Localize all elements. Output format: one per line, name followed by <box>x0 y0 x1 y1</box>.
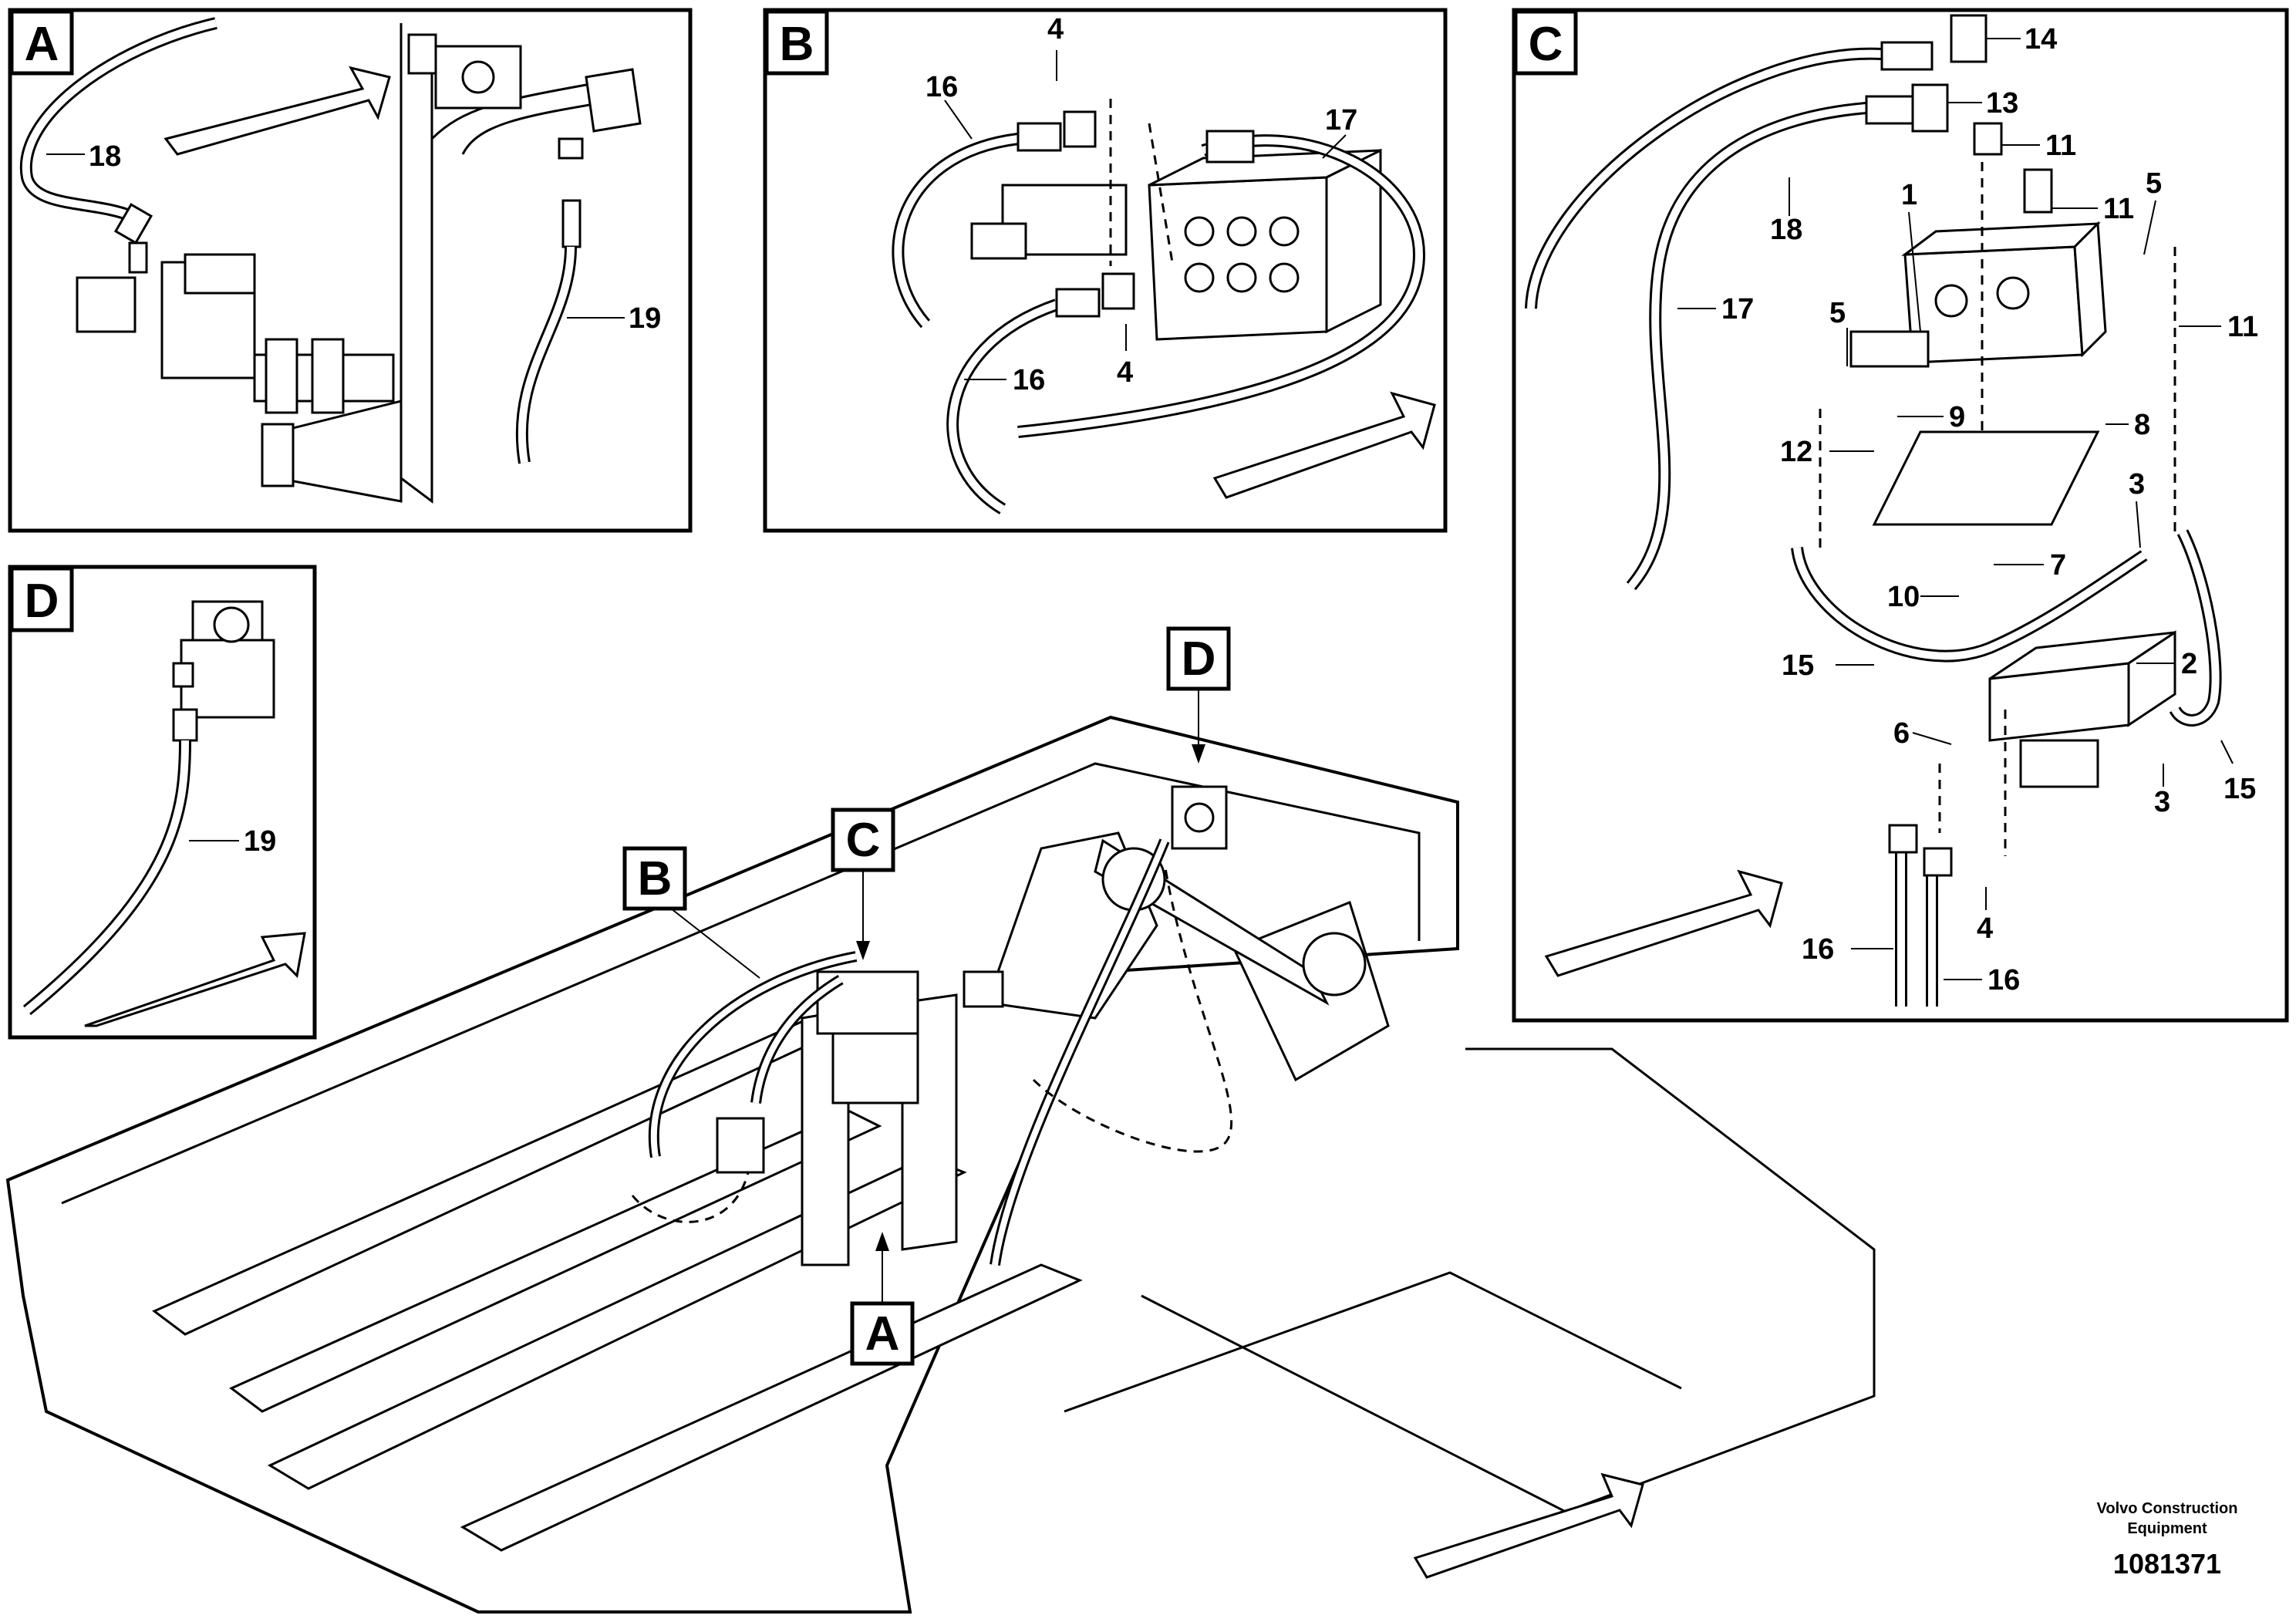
callout-c-15-left: 15 <box>1782 649 1814 682</box>
callout-c-8: 8 <box>2134 409 2150 441</box>
callout-c-16-right: 16 <box>1988 964 2020 996</box>
callout-c-3-bottom: 3 <box>2154 786 2170 818</box>
callout-c-6: 6 <box>1893 717 1910 750</box>
callout-c-12: 12 <box>1780 436 1812 468</box>
footer: Volvo Construction Equipment 1081371 <box>2097 1500 2238 1580</box>
callout-c-15-right: 15 <box>2224 773 2256 805</box>
callout-b-4-bottom: 4 <box>1117 356 1133 389</box>
panel-b: B 4 16 17 16 4 <box>763 8 1448 533</box>
callout-c-1: 1 <box>1901 179 1917 211</box>
callout-b-16-top: 16 <box>925 71 958 103</box>
callout-c-11-a: 11 <box>2045 130 2076 162</box>
panel-b-badge <box>764 9 829 76</box>
panel-d-badge-label: D <box>25 575 59 628</box>
flow-arrow <box>1212 391 1436 499</box>
callout-c-18: 18 <box>1770 214 1802 246</box>
callout-c-9: 9 <box>1949 401 1965 433</box>
main-frame-assembly: B C D A <box>5 626 1876 1614</box>
callout-c-3-top: 3 <box>2129 468 2145 501</box>
callout-c-16-left: 16 <box>1802 933 1834 966</box>
panel-b-badge-label: B <box>780 18 814 71</box>
callout-c-11-c: 11 <box>2227 311 2258 343</box>
main-badge-b: B <box>622 846 760 979</box>
callout-a-18: 18 <box>89 140 121 173</box>
svg-text:A: A <box>865 1307 900 1361</box>
callout-c-13: 13 <box>1986 87 2018 120</box>
main-badge-d: D <box>1166 626 1231 764</box>
callout-c-17: 17 <box>1721 293 1754 325</box>
callout-b-17: 17 <box>1325 104 1357 137</box>
callout-b-4-top: 4 <box>1047 13 1064 46</box>
panel-d: D 19 <box>8 565 317 1040</box>
svg-text:C: C <box>846 814 881 867</box>
callout-c-11-b: 11 <box>2103 193 2134 225</box>
flow-arrow <box>1544 869 1783 977</box>
company-name-line1: Volvo Construction <box>2097 1500 2238 1517</box>
callout-c-5-left: 5 <box>1829 297 1846 329</box>
svg-text:D: D <box>1182 632 1216 686</box>
panel-c-badge-label: C <box>1529 18 1563 71</box>
flow-arrow <box>84 932 306 1027</box>
svg-text:B: B <box>638 852 673 905</box>
callout-a-19: 19 <box>629 302 661 335</box>
callout-b-16-bottom: 16 <box>1013 364 1045 396</box>
panel-a-badge <box>9 9 74 76</box>
panel-a: A 18 19 <box>8 8 693 533</box>
main-badge-c: C <box>831 808 895 960</box>
callout-c-14: 14 <box>2025 23 2057 56</box>
callout-c-5-right: 5 <box>2146 167 2162 200</box>
drawing-number: 1081371 <box>2113 1548 2221 1580</box>
panel-c: C <box>1512 8 2289 1023</box>
panel-a-badge-label: A <box>25 18 59 71</box>
panel-d-badge <box>9 566 74 632</box>
company-name-line2: Equipment <box>2127 1520 2207 1537</box>
main-badge-a: A <box>850 1232 915 1366</box>
flow-arrow <box>1413 1472 1644 1579</box>
panel-c-badge <box>1513 9 1578 76</box>
flow-arrow <box>164 66 391 156</box>
callout-c-2: 2 <box>2181 648 2197 680</box>
callout-c-4: 4 <box>1977 912 1993 945</box>
callout-c-7: 7 <box>2050 549 2066 582</box>
callout-d-19: 19 <box>244 825 276 858</box>
callout-c-10: 10 <box>1887 581 1920 613</box>
